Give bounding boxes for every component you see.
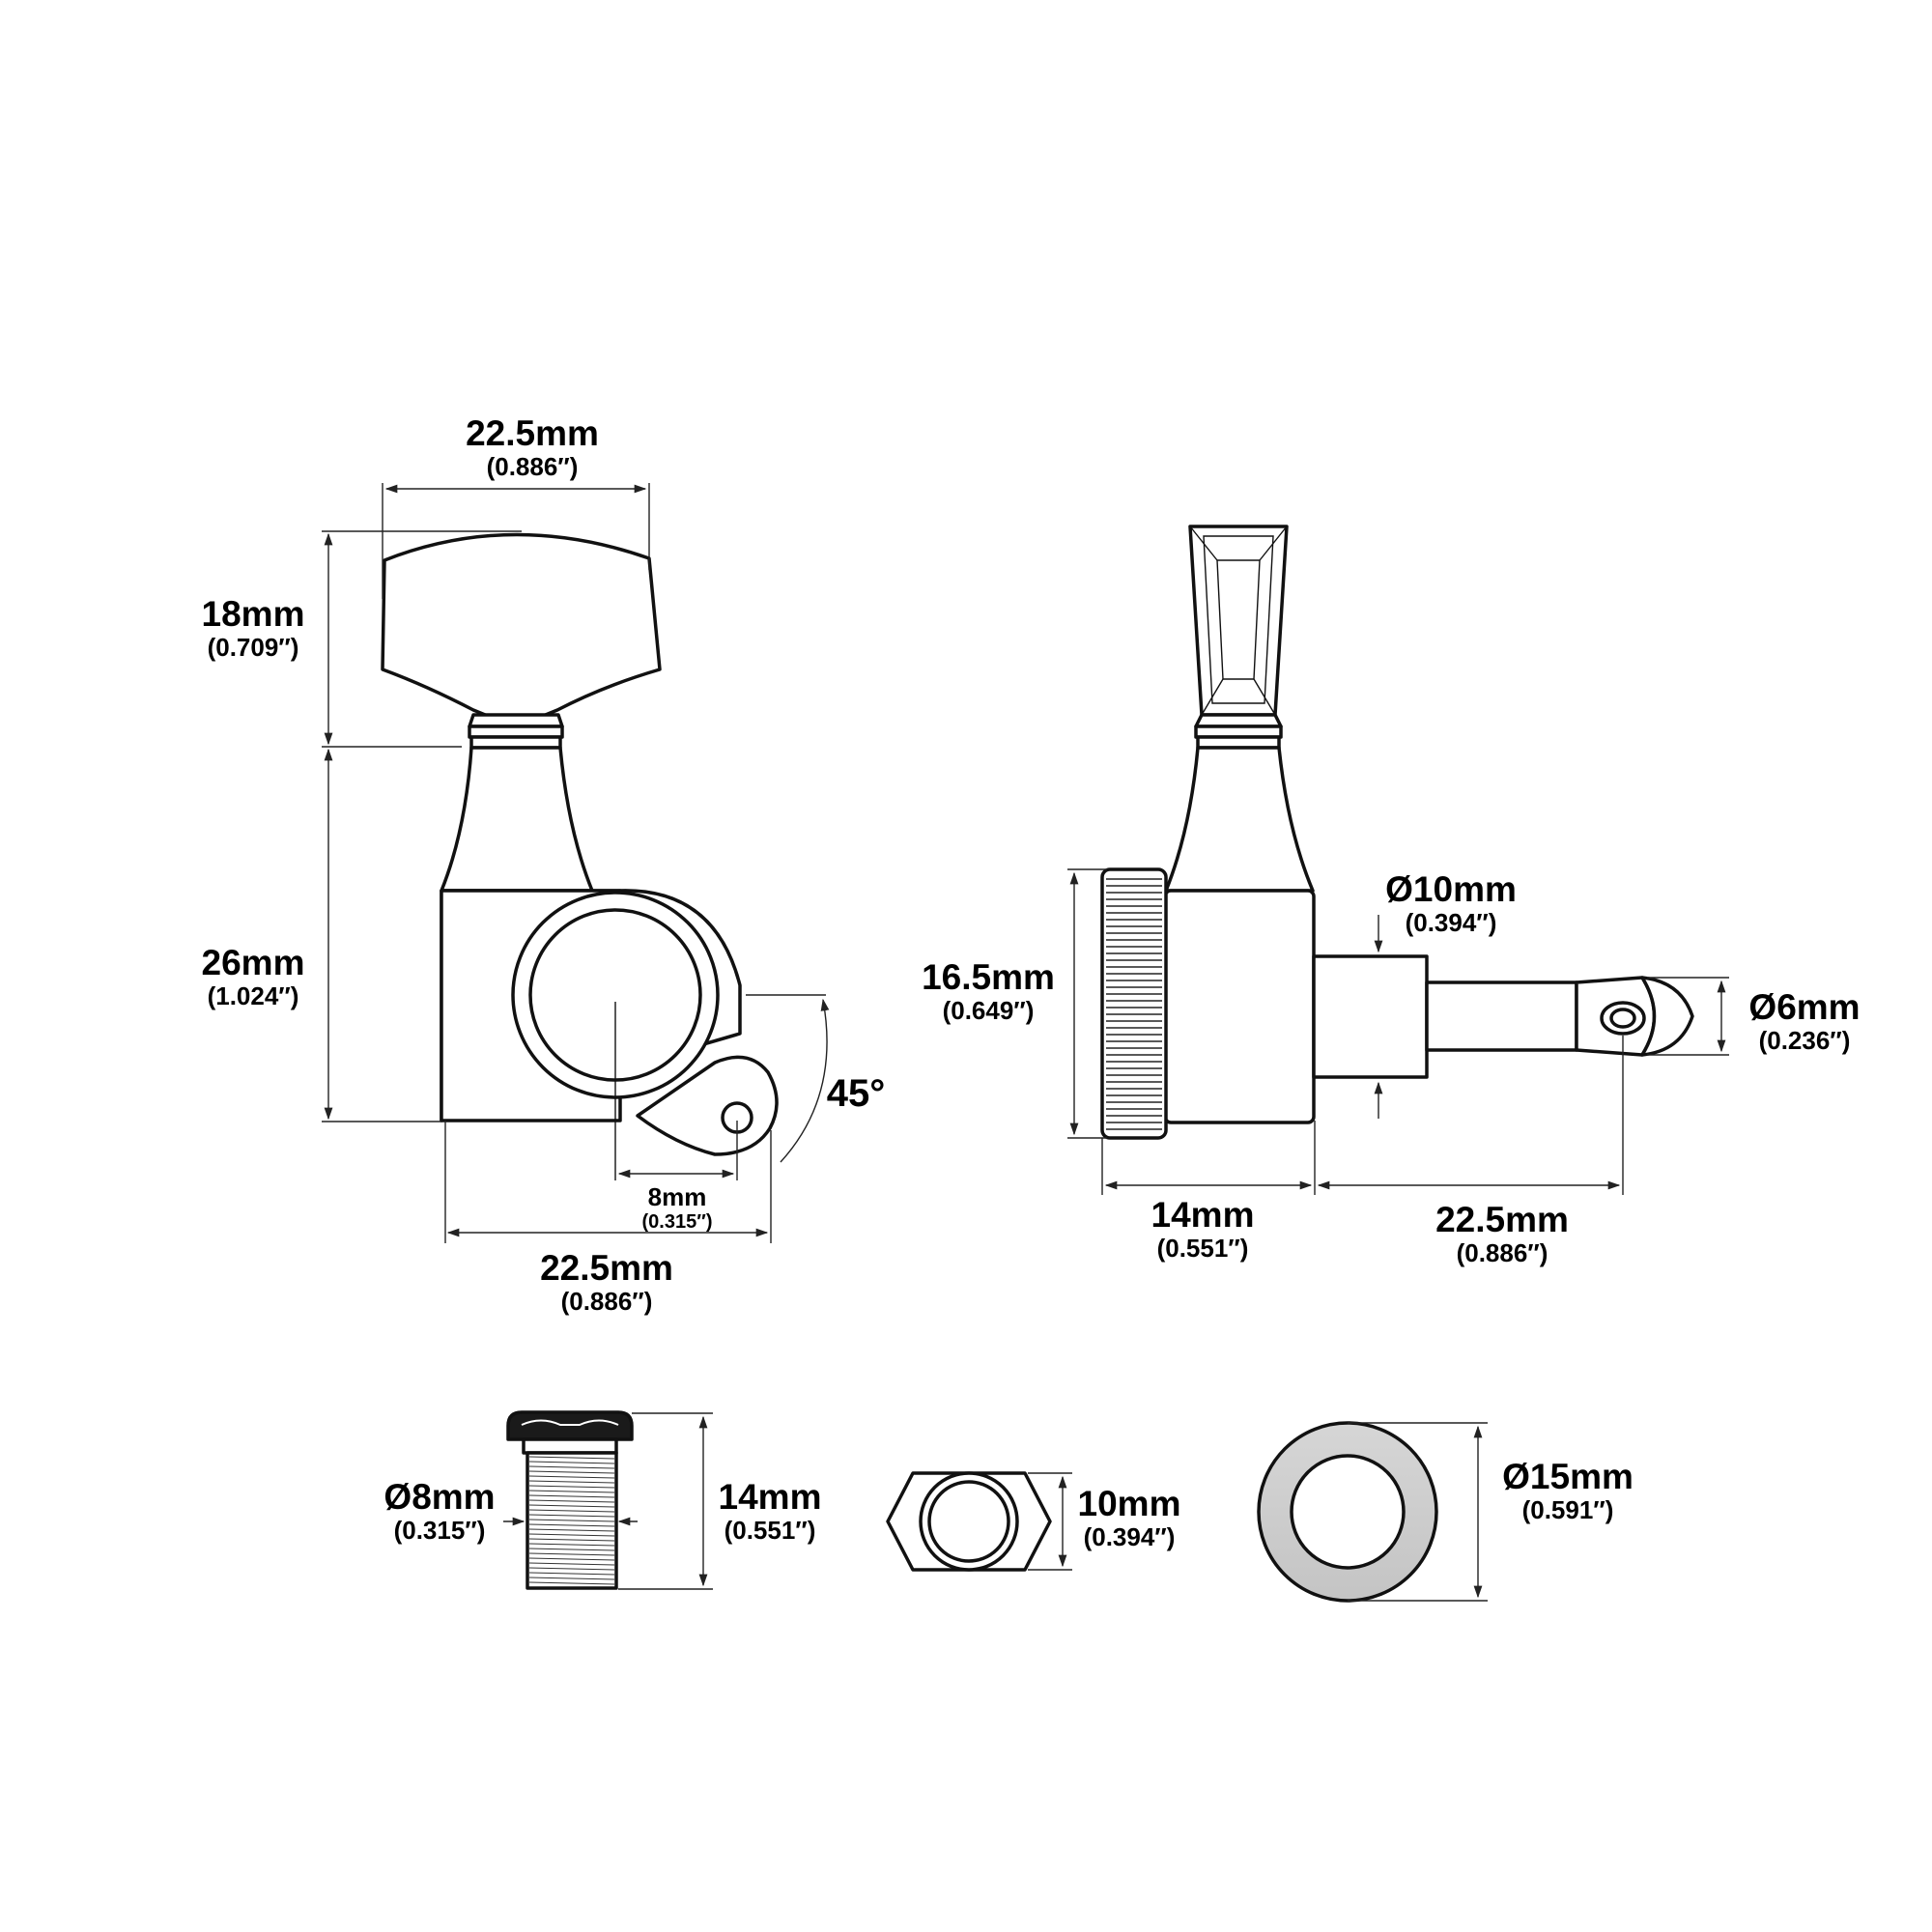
knob-height-label: 18mm (0.709″) — [202, 596, 305, 660]
body-height-label: 26mm (1.024″) — [202, 945, 305, 1009]
screw-offset-inch: (0.315″) — [641, 1211, 713, 1233]
bushing-diameter-mm: Ø8mm — [384, 1477, 496, 1517]
post-diameter-mm: Ø10mm — [1385, 869, 1517, 909]
washer-dimensions — [1348, 1422, 1488, 1602]
post-diameter-inch: (0.394″) — [1405, 908, 1497, 937]
string-post-diameter-label: Ø6mm (0.236″) — [1748, 989, 1860, 1053]
body-width-mm: 22.5mm — [540, 1248, 673, 1288]
washer-hole — [1290, 1454, 1406, 1570]
housing-height-inch: (0.649″) — [942, 996, 1035, 1025]
washer-diameter-label: Ø15mm (0.591″) — [1502, 1459, 1634, 1522]
washer-diameter-mm: Ø15mm — [1502, 1457, 1634, 1496]
knurled-wheel — [1100, 867, 1168, 1140]
string-post-base — [1312, 954, 1429, 1079]
housing-depth-inch: (0.551″) — [1156, 1234, 1249, 1263]
front-view-tuner — [381, 532, 779, 1180]
string-post — [1425, 980, 1578, 1052]
bushing-diameter-label: Ø8mm (0.315″) — [384, 1479, 495, 1543]
hex-nut-hole — [927, 1480, 1010, 1563]
knob-width-inch: (0.886″) — [486, 452, 579, 481]
post-length-label: 22.5mm (0.886″) — [1435, 1202, 1569, 1265]
knob-width-mm: 22.5mm — [466, 413, 599, 453]
washer-diameter-inch: (0.591″) — [1521, 1495, 1614, 1524]
post-diameter-label: Ø10mm (0.394″) — [1385, 871, 1517, 935]
bushing-dimensions — [503, 1412, 713, 1590]
side-view-dimensions — [1067, 868, 1729, 1195]
housing-depth-mm: 14mm — [1151, 1195, 1255, 1235]
threaded-bushing — [506, 1410, 634, 1590]
bushing-diameter-inch: (0.315″) — [393, 1516, 486, 1545]
housing-depth-label: 14mm (0.551″) — [1151, 1197, 1255, 1261]
bushing-length-label: 14mm (0.551″) — [719, 1479, 822, 1543]
side-housing — [1163, 889, 1316, 1124]
housing-height-mm: 16.5mm — [922, 957, 1055, 997]
hex-nut-dimensions — [1028, 1472, 1072, 1571]
angle-label: 45° — [826, 1072, 886, 1115]
bushing-length-mm: 14mm — [718, 1477, 822, 1517]
body-width-inch: (0.886″) — [560, 1287, 653, 1316]
side-view-tuner — [1100, 525, 1694, 1140]
body-width-label: 22.5mm (0.886″) — [540, 1250, 673, 1314]
front-view-dimensions — [322, 483, 830, 1243]
bushing-threads — [528, 1456, 615, 1585]
hex-nut — [886, 1471, 1052, 1572]
string-post-diameter-mm: Ø6mm — [1748, 987, 1861, 1027]
hex-nut-size-inch: (0.394″) — [1083, 1522, 1176, 1551]
washer — [1257, 1421, 1438, 1603]
screw-offset-label: 8mm (0.315″) — [642, 1184, 713, 1232]
knob-width-label: 22.5mm (0.886″) — [466, 415, 599, 479]
side-collar — [1194, 713, 1283, 750]
post-length-inch: (0.886″) — [1456, 1238, 1548, 1267]
bushing-collar — [522, 1437, 618, 1455]
side-neck — [1164, 746, 1315, 893]
tuner-neck — [440, 746, 594, 893]
knurl-lines — [1106, 878, 1162, 1130]
hex-nut-size-mm: 10mm — [1077, 1484, 1181, 1523]
screw-offset-mm: 8mm — [647, 1182, 707, 1211]
tuner-knob — [381, 532, 662, 724]
knob-height-mm: 18mm — [201, 594, 305, 634]
hex-nut-size-label: 10mm (0.394″) — [1078, 1486, 1181, 1549]
housing-height-label: 16.5mm (0.649″) — [922, 959, 1055, 1023]
string-post-diameter-inch: (0.236″) — [1758, 1026, 1851, 1055]
body-height-mm: 26mm — [201, 943, 305, 982]
knob-collar — [468, 713, 564, 750]
bushing-length-inch: (0.551″) — [724, 1516, 816, 1545]
knob-height-inch: (0.709″) — [207, 633, 299, 662]
post-length-mm: 22.5mm — [1435, 1200, 1569, 1239]
body-height-inch: (1.024″) — [207, 981, 299, 1010]
